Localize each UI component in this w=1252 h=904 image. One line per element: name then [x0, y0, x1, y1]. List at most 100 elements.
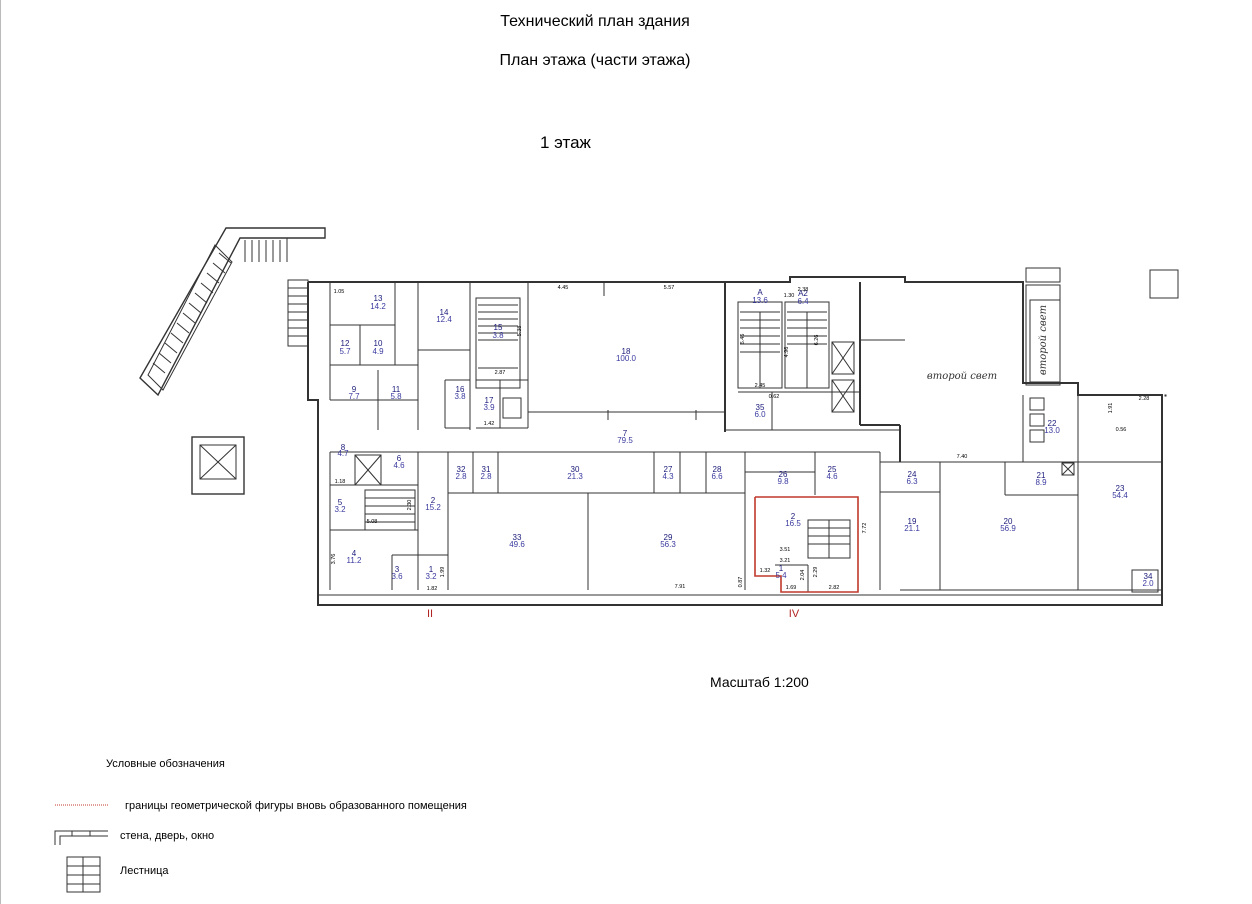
room-area: 4.3: [662, 472, 674, 481]
document-subtitle: План этажа (части этажа): [499, 52, 691, 69]
room-number: 24: [908, 470, 917, 479]
room-number: 30: [571, 465, 580, 474]
room-number: 25: [828, 465, 837, 474]
room-number: 34: [1144, 572, 1153, 581]
axis-label-ii: II: [427, 608, 433, 620]
room-number: 26: [779, 470, 788, 479]
room-number: 17: [485, 396, 494, 405]
room-area: 2.0: [1142, 579, 1154, 588]
room-number: A2: [798, 289, 808, 298]
room-number: 4: [352, 549, 357, 558]
second-light-label-vertical: второй свет: [1038, 305, 1049, 375]
room-area: 16.5: [785, 519, 801, 528]
svg-text:0.62: 0.62: [769, 394, 780, 400]
svg-text:5.38: 5.38: [517, 326, 523, 337]
svg-text:6.46: 6.46: [740, 334, 746, 345]
room-area: 4.6: [393, 461, 405, 470]
sheet-border: [0, 0, 1, 904]
legend-wall-symbol: [54, 830, 108, 845]
room-number: 32: [457, 465, 466, 474]
room-number: 27: [664, 465, 673, 474]
floor-label: 1 этаж: [540, 133, 591, 152]
dimension-labels: 1.05 4.45 5.57 1.30 2.38 2.87 5.38 1.42 …: [331, 285, 1149, 592]
room-number: 29: [664, 533, 673, 542]
room-area: 3.8: [492, 331, 504, 340]
room-area: 12.4: [436, 315, 452, 324]
room-number: 8: [341, 443, 346, 452]
room-area: 3.2: [334, 505, 346, 514]
room-area: 21.3: [567, 472, 583, 481]
room-area: 13.0: [1044, 426, 1060, 435]
entrance-stair: [287, 279, 309, 347]
svg-text:2.38: 2.38: [798, 287, 809, 293]
room-area: 49.6: [509, 540, 525, 549]
room-number: 2: [791, 512, 796, 521]
room-number: 1: [779, 564, 784, 573]
elevator-shaft-outdoor: [191, 436, 245, 495]
scale-label: Масштаб 1:200: [710, 674, 809, 690]
room-area: 4.6: [826, 472, 838, 481]
room-area: 13.6: [752, 296, 768, 305]
svg-text:2.45: 2.45: [755, 383, 766, 389]
room-area: 6.6: [711, 472, 723, 481]
second-light-label: второй свет: [927, 371, 997, 382]
svg-text:5.08: 5.08: [367, 519, 378, 525]
room-area: 3.6: [391, 572, 403, 581]
axis-label-iv: IV: [789, 608, 800, 620]
room-area: 15.2: [425, 503, 441, 512]
room-number: 1: [429, 565, 434, 574]
room-area: 6.4: [797, 297, 809, 306]
room-area: 4.9: [372, 347, 384, 356]
svg-text:4.96: 4.96: [784, 347, 790, 358]
outer-walls: [307, 276, 1163, 606]
room-area: 56.3: [660, 540, 676, 549]
room-number: A: [757, 288, 763, 297]
svg-text:3.21: 3.21: [780, 558, 791, 564]
room-area: 3.2: [425, 572, 437, 581]
room-number: 13: [374, 294, 383, 303]
room-area: 2.8: [455, 472, 467, 481]
room-number: 7: [623, 429, 628, 438]
room-number: 21: [1037, 471, 1046, 480]
svg-text:1.42: 1.42: [484, 421, 495, 427]
room-number: 35: [756, 403, 765, 412]
svg-text:3.76: 3.76: [331, 554, 337, 565]
svg-text:2.30: 2.30: [407, 500, 413, 511]
room-number: 23: [1116, 484, 1125, 493]
room-area: 5.7: [339, 347, 351, 356]
room-area: 6.0: [754, 410, 766, 419]
room-area: 54.4: [1112, 491, 1128, 500]
svg-text:4.45: 4.45: [558, 285, 569, 291]
svg-text:2.87: 2.87: [495, 370, 506, 376]
room-number: 16: [456, 385, 465, 394]
legend-stair-symbol: [66, 856, 101, 893]
room-number: 12: [341, 339, 350, 348]
svg-text:7.91: 7.91: [675, 584, 686, 590]
room-labels: 13 14.2 14 12.4 12 5.7 10 4.9 9 7.7 11 5…: [334, 288, 1154, 588]
room-area: 6.3: [906, 477, 918, 486]
room-area: 79.5: [617, 436, 633, 445]
column-marker: [1149, 269, 1179, 299]
room-number: 11: [392, 385, 401, 394]
room-area: 5.4: [775, 571, 787, 580]
svg-text:3.51: 3.51: [780, 547, 791, 553]
room-number: 6: [397, 454, 402, 463]
external-stair: [139, 227, 326, 397]
room-area: 100.0: [616, 354, 637, 363]
svg-text:0.87: 0.87: [738, 577, 744, 588]
svg-text:7.40: 7.40: [957, 454, 968, 460]
second-light-shaft: [1025, 267, 1061, 386]
legend-wall-label: стена, дверь, окно: [120, 830, 215, 842]
svg-text:1.91: 1.91: [1108, 403, 1114, 414]
room-number: 22: [1048, 419, 1057, 428]
svg-text:1.32: 1.32: [760, 568, 771, 574]
legend-stair-label: Лестница: [120, 865, 169, 877]
room-number: 19: [908, 517, 917, 526]
room-number: 33: [513, 533, 522, 542]
room-number: 15: [494, 323, 503, 332]
svg-text:1.69: 1.69: [786, 585, 797, 591]
room-area: 4.7: [337, 449, 349, 458]
room-area: 2.8: [480, 472, 492, 481]
legend-title: Условные обозначения: [106, 758, 225, 770]
